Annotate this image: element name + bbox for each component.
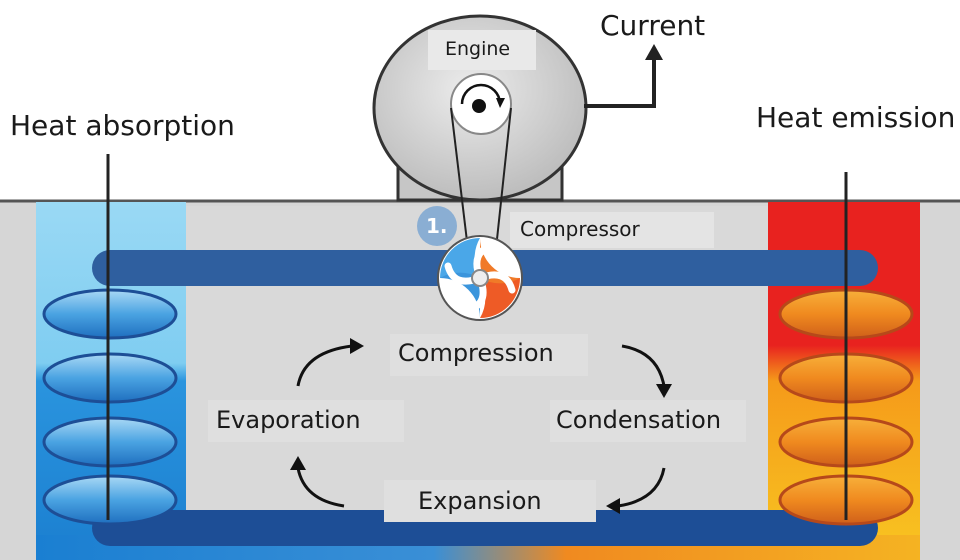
rotation-arrowhead-icon bbox=[496, 98, 505, 108]
condensation-plate bbox=[550, 400, 746, 442]
cycle-arrow-evap-to-comp-icon bbox=[296, 344, 353, 387]
current-wire bbox=[584, 58, 656, 108]
cycle-arrow-comp-to-cond-icon bbox=[621, 344, 666, 387]
compressor-fan-icon bbox=[437, 235, 523, 321]
cycle-arrowhead-2-icon bbox=[656, 384, 672, 398]
rotor-center bbox=[472, 99, 486, 113]
rotation-arrow-icon bbox=[460, 83, 502, 105]
compressor-label-plate bbox=[510, 212, 714, 248]
cycle-arrow-exp-to-evap-icon bbox=[296, 467, 345, 508]
step-badge bbox=[417, 206, 457, 246]
evaporator-coil bbox=[42, 288, 178, 526]
heat-emission-label: Heat emission bbox=[756, 101, 956, 134]
engine-label-plate bbox=[428, 30, 536, 70]
evaporation-label: Evaporation bbox=[216, 406, 361, 434]
cycle-arrowhead-3-icon bbox=[606, 498, 620, 514]
compression-plate bbox=[390, 334, 588, 376]
compression-label: Compression bbox=[398, 339, 554, 367]
compressor-label: Compressor bbox=[520, 217, 640, 241]
engine-label: Engine bbox=[445, 38, 511, 60]
drive-belt-right bbox=[494, 107, 512, 259]
evaporation-plate bbox=[208, 400, 404, 442]
condensation-label: Condensation bbox=[556, 406, 722, 434]
current-label: Current bbox=[600, 9, 706, 42]
drive-belt-left bbox=[450, 107, 470, 259]
step-number-label: 1. bbox=[426, 214, 448, 238]
expansion-label: Expansion bbox=[418, 487, 542, 515]
expansion-plate bbox=[384, 480, 596, 522]
current-arrow-icon bbox=[645, 44, 663, 60]
cycle-arrowhead-1-icon bbox=[350, 338, 364, 354]
cycle-arrow-cond-to-exp-icon bbox=[617, 467, 666, 508]
cycle-arrowhead-4-icon bbox=[290, 456, 306, 470]
heat-absorption-label: Heat absorption bbox=[10, 109, 235, 142]
